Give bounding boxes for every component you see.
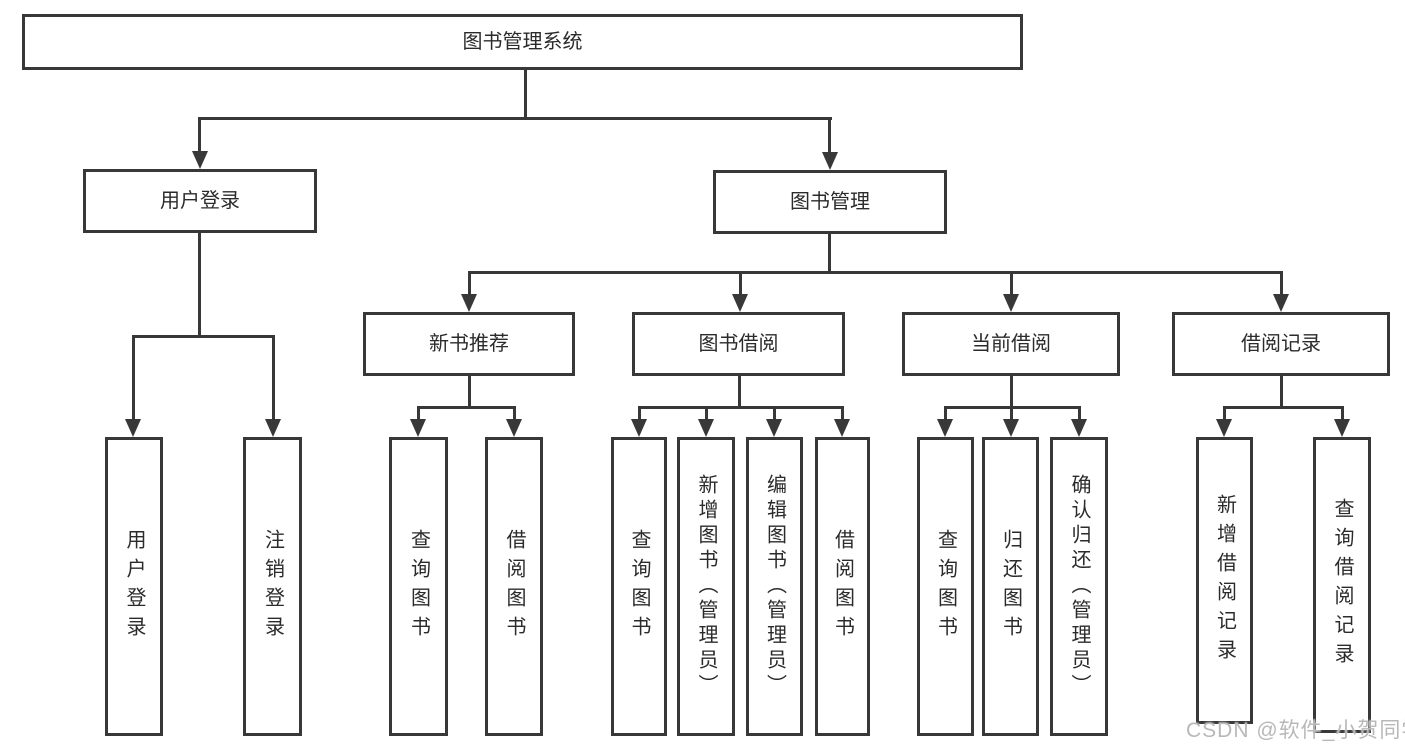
node-current-borrowing: 当前借阅	[902, 312, 1120, 376]
csdn-watermark: CSDN @软件_小贺同学	[1186, 719, 1405, 742]
connector-line	[944, 406, 947, 421]
connector-line	[828, 117, 831, 154]
node-book-borrowing-label: 图书借阅	[698, 333, 779, 355]
arrow-down-icon	[125, 419, 141, 437]
connector-line	[738, 375, 741, 407]
leaf-confirm-return-admin: 确认归还（管理员）	[1050, 437, 1108, 736]
arrow-down-icon	[1003, 419, 1019, 437]
node-borrowing-records-label: 借阅记录	[1241, 333, 1321, 355]
arrow-down-icon	[1216, 419, 1232, 437]
leaf-query-borrow-record: 查询借阅记录	[1313, 437, 1371, 733]
connector-line	[638, 406, 844, 409]
node-book-management-label: 图书管理	[790, 191, 870, 213]
arrow-down-icon	[506, 419, 522, 437]
arrow-down-icon	[822, 152, 838, 170]
connector-line	[417, 406, 420, 421]
node-root: 图书管理系统	[22, 14, 1023, 70]
leaf-add-borrow-record: 新增借阅记录	[1196, 437, 1253, 724]
leaf-query-books-current-label: 查询图书	[934, 528, 957, 645]
connector-line	[468, 271, 1283, 274]
leaf-return-book-label: 归还图书	[999, 528, 1022, 645]
leaf-edit-book-admin: 编辑图书（管理员）	[746, 437, 803, 736]
connector-line	[1280, 271, 1283, 296]
arrow-down-icon	[1003, 294, 1019, 312]
connector-line	[198, 233, 201, 337]
connector-line	[132, 335, 135, 421]
node-user-login-label: 用户登录	[160, 190, 240, 212]
arrow-down-icon	[1273, 294, 1289, 312]
leaf-user-login: 用户登录	[105, 437, 163, 736]
connector-line	[132, 335, 275, 338]
leaf-logout: 注销登录	[243, 437, 302, 736]
arrow-down-icon	[1071, 419, 1087, 437]
connector-line	[1010, 375, 1013, 407]
connector-line	[468, 375, 471, 407]
connector-line	[1341, 406, 1344, 421]
arrow-down-icon	[937, 419, 953, 437]
leaf-add-book-admin: 新增图书（管理员）	[677, 437, 735, 736]
connector-line	[524, 69, 527, 118]
connector-line	[739, 271, 742, 296]
connector-line	[1223, 406, 1344, 409]
leaf-query-books-recommend: 查询图书	[389, 437, 448, 736]
connector-line	[1223, 406, 1226, 421]
leaf-borrow-books-recommend-label: 借阅图书	[503, 528, 525, 645]
leaf-borrow-books-borrowing-label: 借阅图书	[831, 528, 854, 645]
arrow-down-icon	[410, 419, 426, 437]
node-borrowing-records: 借阅记录	[1172, 312, 1390, 376]
leaf-logout-label: 注销登录	[261, 528, 284, 645]
arrow-down-icon	[461, 294, 477, 312]
connector-line	[1010, 271, 1013, 296]
arrow-down-icon	[192, 151, 208, 169]
connector-line	[638, 406, 641, 421]
leaf-edit-book-admin-label: 编辑图书（管理员）	[763, 474, 786, 699]
leaf-query-books-recommend-label: 查询图书	[407, 528, 430, 645]
arrow-down-icon	[766, 419, 782, 437]
connector-line	[773, 406, 776, 421]
arrow-down-icon	[834, 419, 850, 437]
connector-line	[1010, 406, 1013, 421]
arrow-down-icon	[1334, 419, 1350, 437]
leaf-query-books-borrowing: 查询图书	[611, 437, 667, 736]
connector-line	[1280, 375, 1283, 407]
connector-line	[513, 406, 516, 421]
arrow-down-icon	[698, 419, 714, 437]
arrow-down-icon	[265, 419, 281, 437]
leaf-borrow-books-borrowing: 借阅图书	[815, 437, 870, 736]
connector-line	[198, 117, 832, 120]
node-book-management: 图书管理	[713, 170, 947, 234]
connector-line	[272, 335, 275, 421]
connector-line	[198, 117, 201, 153]
connector-line	[1078, 406, 1081, 421]
node-new-book-recommend-label: 新书推荐	[429, 333, 509, 355]
node-current-borrowing-label: 当前借阅	[971, 333, 1051, 355]
leaf-return-book: 归还图书	[982, 437, 1039, 736]
arrow-down-icon	[732, 294, 748, 312]
arrow-down-icon	[631, 419, 647, 437]
node-new-book-recommend: 新书推荐	[363, 312, 575, 376]
connector-line	[841, 406, 844, 421]
leaf-query-books-current: 查询图书	[917, 437, 974, 736]
connector-line	[828, 234, 831, 273]
connector-line	[705, 406, 708, 421]
leaf-borrow-books-recommend: 借阅图书	[485, 437, 543, 736]
node-user-login: 用户登录	[83, 169, 317, 233]
node-root-label: 图书管理系统	[462, 31, 583, 53]
leaf-add-book-admin-label: 新增图书（管理员）	[695, 474, 717, 699]
node-book-borrowing: 图书借阅	[632, 312, 845, 376]
leaf-add-borrow-record-label: 新增借阅记录	[1213, 493, 1236, 668]
leaf-user-login-label: 用户登录	[123, 528, 145, 645]
leaf-query-borrow-record-label: 查询借阅记录	[1331, 498, 1353, 672]
leaf-confirm-return-admin-label: 确认归还（管理员）	[1068, 474, 1090, 699]
leaf-query-books-borrowing-label: 查询图书	[628, 528, 650, 645]
connector-line	[417, 406, 516, 409]
connector-line	[468, 271, 471, 296]
